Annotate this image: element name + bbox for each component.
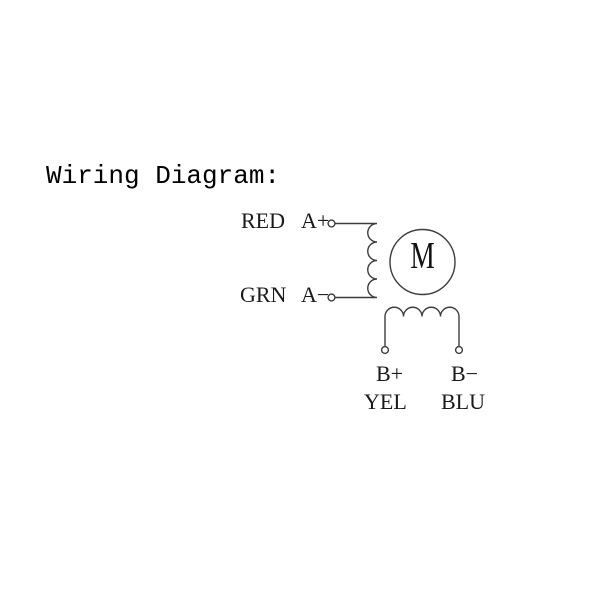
- wire-color-label-grn: GRN: [240, 282, 287, 307]
- motor-circle: [389, 228, 456, 296]
- terminal-dot-b-plus: [380, 345, 390, 355]
- motor-label: M: [410, 234, 435, 277]
- page-title: Wiring Diagram:: [46, 161, 281, 191]
- terminal-label-a-plus: A+: [301, 208, 330, 233]
- coil-b-winding: [384, 306, 460, 348]
- terminal-dot-a-minus: [327, 293, 336, 302]
- coil-a-winding: [334, 222, 378, 299]
- terminal-label-b-plus: B+: [376, 361, 404, 386]
- terminal-label-b-minus: B−: [451, 361, 479, 386]
- terminal-label-a-minus: A−: [301, 282, 330, 307]
- wire-color-label-blu: BLU: [441, 389, 485, 414]
- terminal-dot-a-plus: [327, 219, 336, 228]
- wire-color-label-yel: YEL: [364, 389, 407, 414]
- terminal-dot-b-minus: [454, 345, 464, 355]
- wire-color-label-red: RED: [241, 208, 285, 233]
